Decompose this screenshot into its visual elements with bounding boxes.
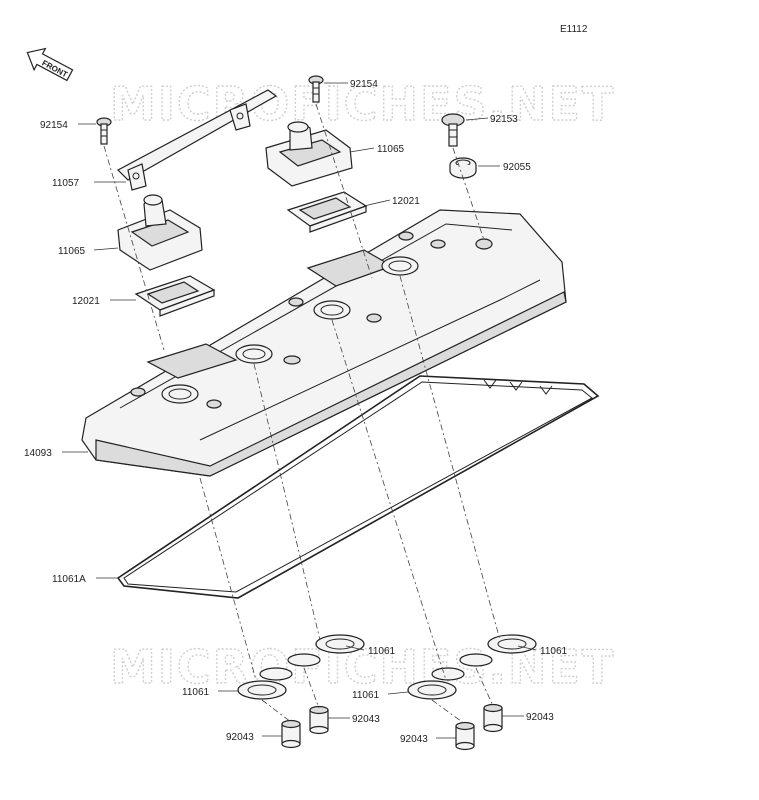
callout-11061A: 11061A	[52, 574, 86, 585]
bolt-92154-left	[96, 117, 112, 145]
bolt-92153	[441, 113, 465, 147]
grommet-92055	[449, 157, 477, 179]
callout-92055: 92055	[503, 162, 531, 173]
callout-11061-mid: 11061	[368, 646, 396, 657]
callout-12021-left: 12021	[72, 296, 100, 307]
dowel-92043-c	[455, 721, 475, 751]
watermark-top: MICROFICHES.NET	[110, 77, 615, 131]
gasket-12021-right	[286, 191, 368, 233]
callout-labels: 92154 92154 92153 11065 92055 11057 1202…	[24, 79, 568, 745]
callout-92154-left: 92154	[40, 120, 68, 131]
plug-gasket-11061-left	[237, 667, 293, 700]
dowel-92043-a	[281, 719, 301, 749]
plug-gasket-11061-right	[459, 634, 537, 667]
callout-11061-right: 11061	[540, 646, 568, 657]
cover-11065-right	[265, 121, 353, 187]
dowel-92043-d	[483, 703, 503, 733]
gasket-12021-left	[134, 275, 216, 317]
callout-11065-right: 11065	[377, 144, 405, 155]
gasket-11061A	[116, 375, 600, 599]
callout-92154-top: 92154	[350, 79, 378, 90]
callout-12021-right: 12021	[392, 196, 420, 207]
callout-92153: 92153	[490, 114, 518, 125]
assembly-lines	[103, 103, 501, 725]
diagram-code: E1112	[560, 24, 588, 35]
leader-lines	[62, 82, 537, 739]
callout-92043-c: 92043	[400, 734, 428, 745]
callout-92043-a: 92043	[226, 732, 254, 743]
cover-11065-left	[117, 194, 203, 271]
plug-gasket-11061-mid	[287, 634, 365, 667]
front-arrow-icon: FRONT	[26, 47, 74, 82]
plug-well-2	[235, 344, 301, 365]
dowel-92043-b	[309, 705, 329, 735]
bolt-92154-top	[308, 75, 324, 103]
callout-11061-left: 11061	[182, 687, 210, 698]
callout-92043-b: 92043	[352, 714, 380, 725]
plug-well-4	[381, 239, 446, 276]
callout-11057: 11057	[52, 178, 80, 189]
callout-11065-left: 11065	[58, 246, 86, 257]
plug-well-1	[146, 343, 238, 404]
bracket-11057	[117, 89, 278, 191]
callout-92043-d: 92043	[526, 712, 554, 723]
callout-14093: 14093	[24, 448, 52, 459]
plug-gasket-11061-center	[407, 667, 465, 700]
callout-11061-center: 11061	[352, 690, 380, 701]
cylinder-head-cover-14093	[81, 209, 567, 477]
